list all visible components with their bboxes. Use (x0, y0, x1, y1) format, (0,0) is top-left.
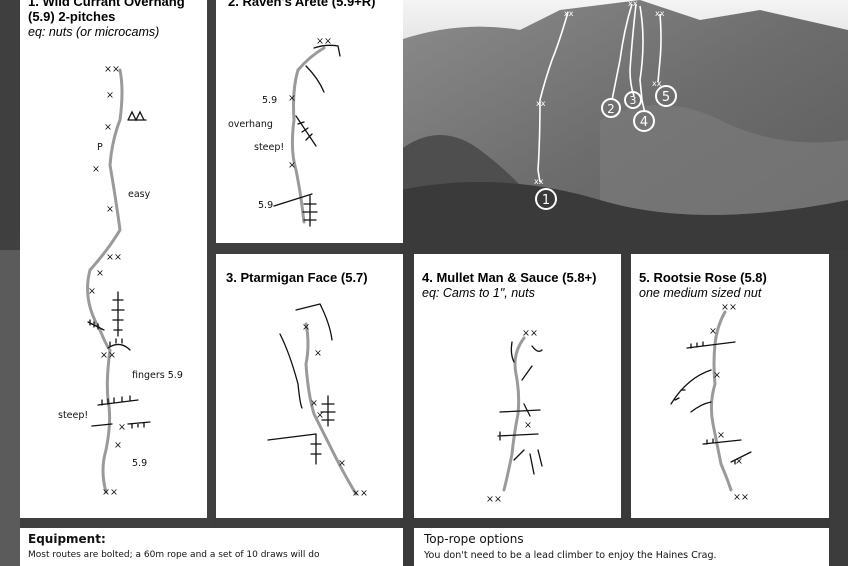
svg-text:××: ×× (104, 64, 120, 75)
svg-text:×: × (288, 93, 296, 104)
svg-text:xx: xx (536, 99, 546, 108)
topo-label: 5.9 (132, 458, 147, 469)
topo-label: steep! (254, 142, 284, 153)
route-topo-2: ×× 5.9 × overhang steep! × 5.9 (228, 36, 341, 227)
svg-text:××: ×× (352, 488, 368, 499)
photo-route-marker: 5 (655, 85, 677, 107)
route-title: 5. Rootsie Rose (5.8) (639, 270, 767, 285)
svg-text:xx: xx (564, 9, 574, 18)
topo-label: P (97, 142, 103, 153)
svg-text:×: × (96, 268, 104, 279)
toprope-panel: Top-rope options You don't need to be a … (414, 528, 829, 566)
photo-route-marker: 2 (601, 98, 621, 118)
route-panel-3: 3. Ptarmigan Face (5.7) × × × × × ×× (216, 254, 403, 518)
route-grade: (5.9) 2-pitches (28, 9, 116, 24)
svg-text:xx: xx (534, 177, 544, 186)
svg-text:×: × (713, 370, 721, 381)
svg-text:×: × (302, 322, 310, 333)
photo-marker-3: 3 (630, 94, 637, 107)
photo-marker-5: 5 (662, 90, 670, 105)
svg-text:×: × (316, 410, 324, 421)
svg-text:××: ×× (102, 487, 118, 498)
svg-text:×: × (717, 430, 725, 441)
svg-text:×: × (118, 422, 126, 433)
svg-text:×: × (104, 122, 112, 133)
route-panel-2: 2. Raven's Arete (5.9+R) ×× 5.9 × overha… (216, 0, 403, 243)
svg-text:××: ×× (316, 36, 332, 47)
route-title: 1. Wild Currant Overhang (28, 0, 185, 9)
route-panel-1: 1. Wild Currant Overhang (5.9) 2-pitches… (20, 0, 207, 518)
equipment-panel: Equipment: Most routes are bolted; a 60m… (20, 528, 403, 566)
photo-route-marker: 3 (624, 91, 642, 109)
route-title: 3. Ptarmigan Face (5.7) (226, 270, 368, 285)
svg-text:×: × (288, 160, 296, 171)
svg-text:xx: xx (652, 79, 662, 88)
svg-text:××: ×× (522, 328, 538, 339)
topo-label: 5.9 (258, 200, 273, 211)
photo-marker-1: 1 (542, 193, 550, 208)
svg-text:×: × (524, 420, 532, 431)
photo-route-marker: 1 (535, 188, 557, 210)
route-gear: eq: nuts (or microcams) (28, 25, 160, 39)
svg-text:×: × (88, 286, 96, 297)
route-panel-5: 5. Rootsie Rose (5.8) one medium sized n… (631, 254, 829, 518)
svg-text:×: × (735, 456, 743, 467)
toprope-heading: Top-rope options (424, 532, 524, 546)
route-topo-1: ×× × × P × easy × ×× × × ×× fingers 5.9 … (58, 64, 183, 498)
svg-text:××: ×× (100, 350, 116, 361)
svg-text:×: × (114, 440, 122, 451)
svg-text:xx: xx (628, 0, 638, 8)
route-topo-4: ×× × ×× (486, 328, 543, 505)
route-panel-4: 4. Mullet Man & Sauce (5.8+) eq: Cams to… (414, 254, 621, 518)
topo-label: fingers 5.9 (132, 370, 183, 381)
route-title: 2. Raven's Arete (5.9+R) (228, 0, 376, 9)
svg-text:××: ×× (486, 494, 502, 505)
route-topo-3: × × × × × ×× (267, 303, 368, 499)
toprope-text: You don't need to be a lead climber to e… (424, 550, 717, 561)
route-topo-5: ×× × × × × ×× (670, 302, 752, 503)
photo-marker-2: 2 (607, 102, 615, 116)
svg-text:×: × (310, 398, 318, 409)
svg-text:×: × (106, 204, 114, 215)
svg-text:××: ×× (106, 252, 122, 263)
topo-label: overhang (228, 119, 273, 130)
svg-text:××: ×× (721, 302, 737, 313)
svg-text:×: × (338, 458, 346, 469)
equipment-text: Most routes are bolted; a 60m rope and a… (28, 550, 320, 560)
route-gear: eq: Cams to 1", nuts (422, 286, 535, 300)
photo-marker-4: 4 (640, 115, 648, 130)
topo-label: 5.9 (262, 95, 277, 106)
route-title: 4. Mullet Man & Sauce (5.8+) (422, 270, 597, 285)
topo-label: steep! (58, 410, 88, 421)
svg-text:×: × (106, 90, 114, 101)
svg-text:×: × (314, 348, 322, 359)
route-gear: one medium sized nut (639, 286, 762, 300)
topo-label: easy (128, 189, 151, 200)
svg-text:×: × (709, 326, 717, 337)
photo-route-marker: 4 (633, 110, 655, 132)
svg-text:xx: xx (655, 9, 665, 18)
svg-text:×: × (92, 164, 100, 175)
svg-text:××: ×× (733, 492, 749, 503)
equipment-heading: Equipment: (28, 532, 106, 546)
